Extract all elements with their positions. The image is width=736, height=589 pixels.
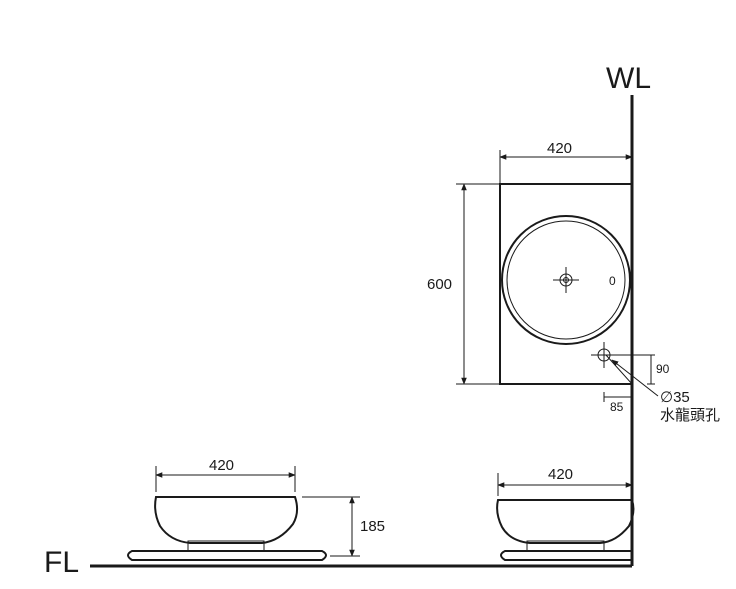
drain-mark: 0 — [609, 274, 616, 288]
corner-chamfer — [605, 354, 633, 385]
top-depth-label: 600 — [427, 276, 452, 293]
side-basin-foot — [526, 540, 605, 552]
side-basin-bowl — [496, 499, 635, 544]
front-slab — [127, 550, 327, 561]
floor-line-label: FL — [44, 546, 79, 579]
hole-x-label: 85 — [610, 400, 624, 414]
top-width-label: 420 — [547, 140, 572, 157]
basin-inner-rim — [506, 220, 626, 340]
hole-name-label: 水龍頭孔 — [660, 407, 720, 424]
front-view: 420 185 — [127, 457, 385, 561]
front-basin-bowl — [154, 496, 299, 544]
hole-diameter-label: ∅35 — [660, 389, 690, 406]
hole-leader-line — [611, 359, 659, 397]
basin-outer-rim — [501, 215, 631, 345]
side-slab — [500, 550, 633, 561]
top-view: 0 420 600 90 85 ∅35 水龍頭孔 — [427, 140, 720, 424]
front-height-label: 185 — [360, 518, 385, 535]
hole-y-label: 90 — [656, 362, 670, 376]
side-width-label: 420 — [548, 466, 573, 483]
side-view: 420 — [496, 466, 635, 561]
front-basin-foot — [187, 540, 265, 552]
front-width-label: 420 — [209, 457, 234, 474]
wall-line-label: WL — [606, 62, 651, 95]
